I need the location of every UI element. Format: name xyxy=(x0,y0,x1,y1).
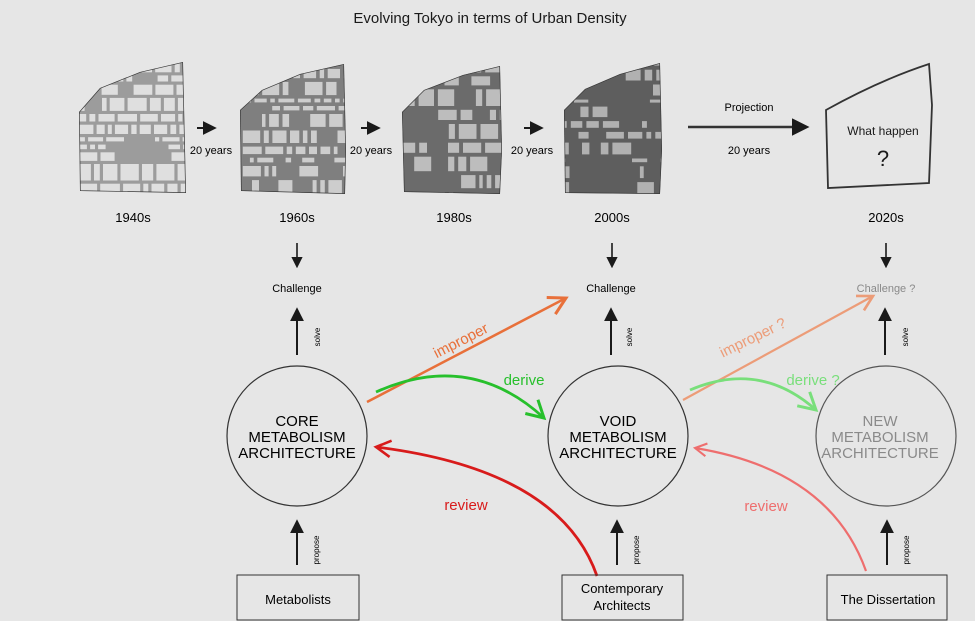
proposer-label-metabolists: Metabolists xyxy=(265,592,331,607)
improper-arrow-1 xyxy=(366,296,569,404)
future-map-question-mark: ? xyxy=(877,146,889,171)
propose-label-3: propose xyxy=(902,535,911,564)
solve-label-1: solve xyxy=(313,327,322,346)
era-label-1940s: 1940s xyxy=(115,210,151,225)
proposer-label-dissertation: The Dissertation xyxy=(841,592,936,607)
projection-label: Projection xyxy=(725,102,774,114)
propose-label-1: propose xyxy=(312,535,321,564)
derive-label-2: derive ? xyxy=(786,372,839,389)
solve-label-3: solve xyxy=(901,327,910,346)
core-metabolism-circle: CORE METABOLISM ARCHITECTURE xyxy=(226,365,368,507)
derive-arrow-1 xyxy=(375,374,547,421)
derive-label-1: derive xyxy=(504,372,545,389)
proposer-box-metabolists: Metabolists xyxy=(236,574,360,621)
review-label-1: review xyxy=(444,497,488,514)
review-label-2: review xyxy=(744,498,788,515)
void-metabolism-circle: VOID METABOLISM ARCHITECTURE xyxy=(547,365,689,507)
map-row xyxy=(79,62,662,194)
core-circle-line-1: CORE xyxy=(275,413,318,430)
proposer-label-architects: Architects xyxy=(593,598,651,613)
era-label-2020s: 2020s xyxy=(868,210,904,225)
era-label-2000s: 2000s xyxy=(594,210,630,225)
projection-arrow: Projection 20 years xyxy=(688,102,810,157)
interval-label-3: 20 years xyxy=(511,145,554,157)
solve-label-2: solve xyxy=(625,327,634,346)
new-circle-line-3: ARCHITECTURE xyxy=(821,445,939,462)
city-map-2000s xyxy=(564,63,662,194)
core-circle-line-3: ARCHITECTURE xyxy=(238,445,356,462)
challenge-label-2: Challenge xyxy=(586,283,636,295)
city-map-1940s xyxy=(79,62,186,193)
proposer-box-dissertation: The Dissertation xyxy=(826,574,948,621)
review-arrow-1 xyxy=(373,439,599,577)
propose-label-2: propose xyxy=(632,535,641,564)
core-circle-line-2: METABOLISM xyxy=(248,429,345,446)
challenge-label-1: Challenge xyxy=(272,283,322,295)
improper-label-2: improper ? xyxy=(717,315,789,362)
challenge-label-3: Challenge ? xyxy=(857,283,916,295)
city-map-1960s xyxy=(240,64,346,194)
interval-label-1: 20 years xyxy=(190,145,233,157)
city-map-1980s xyxy=(402,66,502,194)
interval-label-2: 20 years xyxy=(350,145,393,157)
void-circle-line-3: ARCHITECTURE xyxy=(559,445,677,462)
future-map: What happen ? xyxy=(825,62,933,189)
derive-arrow-2 xyxy=(689,377,819,413)
void-circle-line-2: METABOLISM xyxy=(569,429,666,446)
future-map-label: What happen xyxy=(847,124,918,138)
era-label-1980s: 1980s xyxy=(436,210,472,225)
void-circle-line-1: VOID xyxy=(600,413,637,430)
new-metabolism-circle: NEW METABOLISM ARCHITECTURE xyxy=(815,365,957,507)
proposer-box-contemporary-architects: Contemporary Architects xyxy=(561,574,684,621)
review-arrow-2 xyxy=(692,442,868,572)
interval-arrow-3: 20 years xyxy=(511,121,554,157)
proposer-label-contemporary: Contemporary xyxy=(581,581,664,596)
interval-arrow-1: 20 years xyxy=(190,121,233,157)
diagram-title: Evolving Tokyo in terms of Urban Density xyxy=(353,10,627,27)
projection-interval-label: 20 years xyxy=(728,145,771,157)
era-label-1960s: 1960s xyxy=(279,210,315,225)
interval-arrow-2: 20 years xyxy=(350,121,393,157)
new-circle-line-1: NEW xyxy=(863,413,899,430)
new-circle-line-2: METABOLISM xyxy=(831,429,928,446)
